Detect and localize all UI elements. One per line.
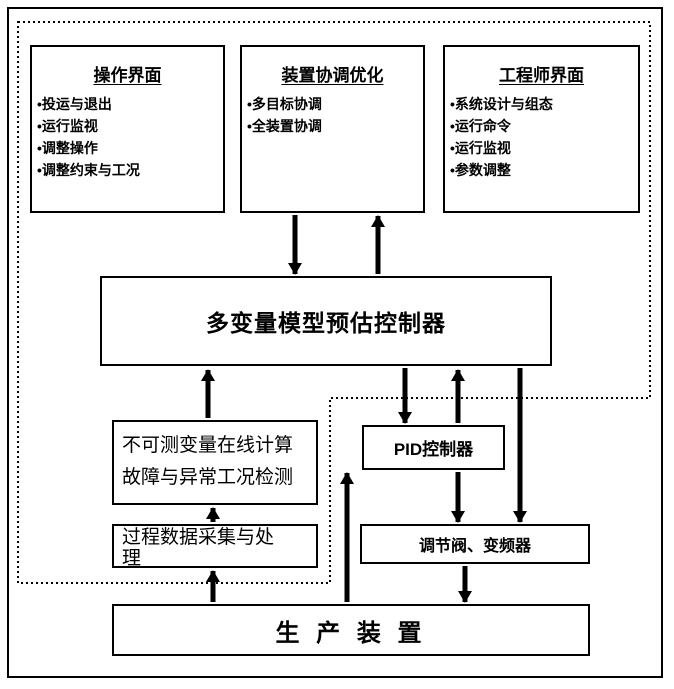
production-plant-box: 生 产 装 置	[112, 604, 590, 656]
engineer-interface-items: •系统设计与组态 •运行命令 •运行监视 •参数调整	[445, 93, 638, 181]
operator-interface-items: •投运与退出 •运行监视 •调整操作 •调整约束与工况	[32, 93, 223, 181]
actuator-label: 调节阀、变频器	[418, 538, 531, 555]
data-acquisition-box: 过程数据采集与处理	[112, 524, 318, 569]
bullet-item: •调整操作	[37, 140, 98, 156]
bullet-item: •运行监视	[37, 118, 98, 134]
estimator-line: 不可测变量在线计算	[122, 435, 294, 456]
bullet-item: •调整约束与工况	[37, 162, 140, 178]
mpc-controller-label: 多变量模型预估控制器	[206, 310, 446, 336]
operator-interface-box: 操作界面 •投运与退出 •运行监视 •调整操作 •调整约束与工况	[30, 45, 225, 213]
outer-frame	[7, 7, 663, 678]
bullet-item: •全装置协调	[247, 118, 322, 134]
engineer-interface-title: 工程师界面	[499, 66, 584, 85]
bullet-item: •多目标协调	[247, 96, 322, 112]
pid-controller-label: PID控制器	[393, 440, 474, 459]
bullet-item: •投运与退出	[37, 96, 112, 112]
coordination-optimization-items: •多目标协调 •全装置协调	[242, 93, 423, 137]
engineer-interface-box: 工程师界面 •系统设计与组态 •运行命令 •运行监视 •参数调整	[443, 45, 640, 213]
bullet-item: •参数调整	[450, 162, 511, 178]
bullet-item: •系统设计与组态	[450, 96, 553, 112]
actuator-box: 调节阀、变频器	[360, 524, 590, 564]
estimator-fault-detection-text: 不可测变量在线计算 故障与异常工况检测	[114, 422, 316, 494]
production-plant-label: 生 产 装 置	[275, 619, 427, 647]
pid-controller-box: PID控制器	[362, 425, 505, 470]
data-acquisition-label: 过程数据采集与处理	[122, 527, 275, 569]
coordination-optimization-title: 装置协调优化	[281, 66, 384, 85]
mpc-controller-box: 多变量模型预估控制器	[100, 276, 552, 366]
coordination-optimization-box: 装置协调优化 •多目标协调 •全装置协调	[240, 45, 425, 213]
estimator-fault-detection-box: 不可测变量在线计算 故障与异常工况检测	[112, 420, 318, 505]
fault-detection-line: 故障与异常工况检测	[122, 467, 294, 488]
bullet-item: •运行命令	[450, 118, 511, 134]
operator-interface-title: 操作界面	[93, 66, 162, 85]
bullet-item: •运行监视	[450, 140, 511, 156]
